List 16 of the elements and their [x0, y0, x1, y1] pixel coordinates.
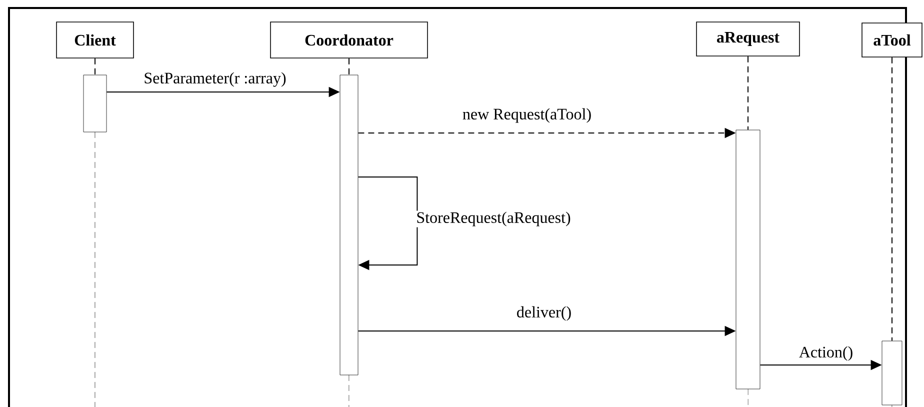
activation-bar	[83, 74, 107, 132]
object-box: aRequest	[696, 22, 800, 56]
self-message-arrow	[358, 176, 418, 270]
edge-label: new Request(aTool)	[461, 107, 593, 124]
object-box: aTool	[862, 22, 922, 58]
object-box: Client	[56, 22, 134, 58]
lifeline	[348, 58, 350, 76]
activation-bar	[882, 340, 902, 406]
edge-label: Action()	[798, 345, 854, 362]
object-box: Coordonator	[270, 22, 428, 58]
lifeline	[94, 58, 96, 76]
edge-label: deliver()	[515, 305, 573, 322]
activation-bar	[340, 74, 358, 376]
edge-label: StoreRequest(aRequest)	[415, 210, 572, 228]
activation-bar	[736, 130, 760, 390]
edge-label: SetParameter(r :array)	[142, 71, 288, 88]
